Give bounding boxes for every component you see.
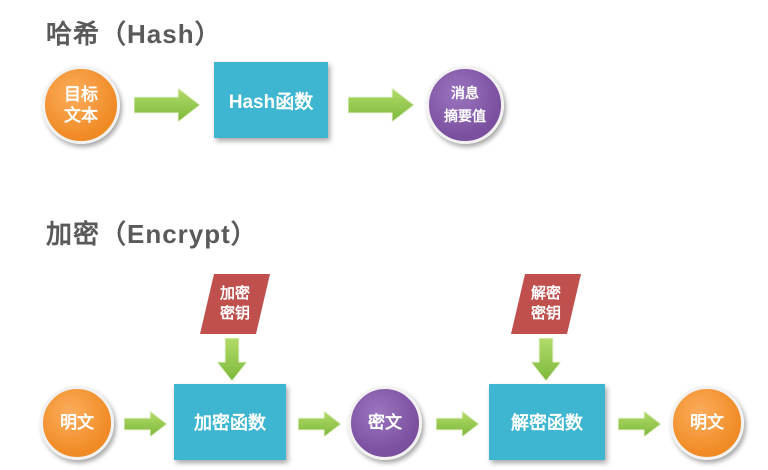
decrypt-key-shape: 解密 密钥 (511, 274, 581, 334)
arrow-right-icon (298, 411, 342, 437)
message-digest-circle: 消息 摘要值 (426, 66, 504, 144)
encrypt-function-box: 加密函数 (174, 384, 286, 460)
hash-function-box: Hash函数 (214, 62, 328, 138)
arrow-right-icon (134, 88, 201, 122)
decrypt-function-box: 解密函数 (489, 384, 605, 460)
arrow-right-icon (348, 88, 415, 122)
plaintext-output-label: 明文 (690, 413, 724, 433)
encrypt-section-title: 加密（Encrypt） (46, 219, 258, 249)
ciphertext-circle: 密文 (348, 386, 422, 460)
arrow-right-icon (618, 411, 662, 437)
target-text-line2: 文本 (64, 106, 98, 125)
encrypt-key-shape: 加密 密钥 (200, 274, 270, 334)
message-digest-line2: 摘要值 (444, 108, 486, 124)
message-digest-line1: 消息 (451, 84, 479, 101)
arrow-down-icon (217, 338, 247, 382)
plaintext-input-circle: 明文 (40, 386, 114, 460)
arrow-right-icon (124, 411, 168, 437)
decrypt-key-line1: 解密 (530, 284, 561, 302)
arrow-down-icon (531, 338, 561, 382)
plaintext-input-label: 明文 (60, 413, 94, 433)
encrypt-key-line1: 加密 (219, 284, 250, 302)
decrypt-key-line2: 密钥 (530, 305, 561, 322)
target-text-circle: 目标 文本 (42, 66, 120, 144)
arrow-right-icon (436, 411, 480, 437)
encrypt-key-line2: 密钥 (219, 305, 250, 322)
ciphertext-label: 密文 (368, 413, 402, 433)
target-text-line1: 目标 (64, 84, 98, 104)
plaintext-output-circle: 明文 (670, 386, 744, 460)
hash-section-title: 哈希（Hash） (46, 19, 222, 49)
